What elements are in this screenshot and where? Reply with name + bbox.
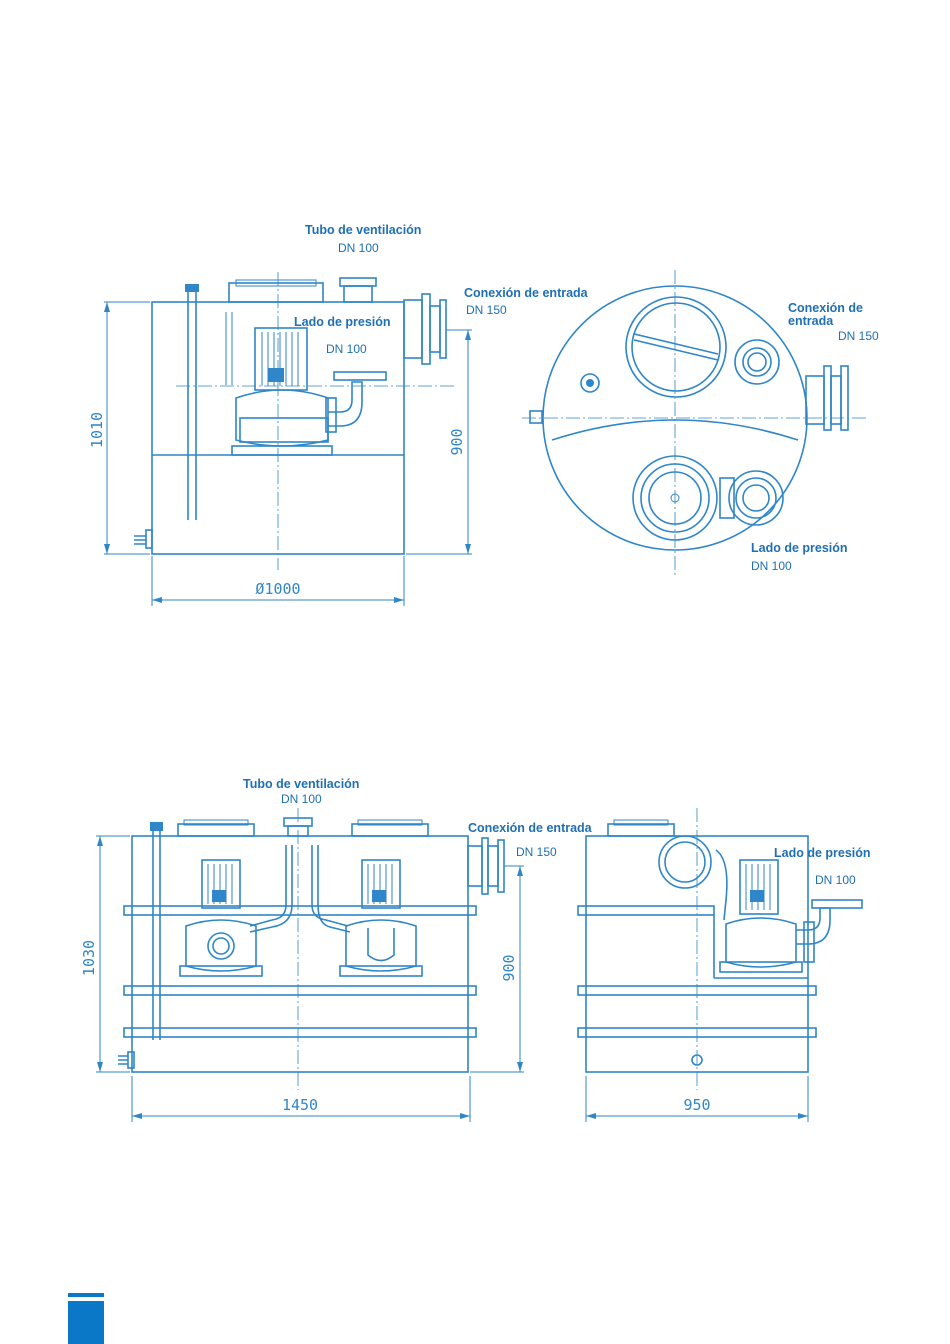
badge-top-bar [68, 1293, 104, 1297]
label-bottom-inlet-dn: DN 150 [516, 845, 557, 859]
label-top-inlet: Conexión de entrada [464, 286, 589, 300]
dim-top-diameter: Ø1000 [255, 580, 300, 598]
dim-bottom-1030: 1030 [80, 940, 98, 976]
label-plan-inlet-dn: DN 150 [838, 329, 879, 343]
label-plan-inlet-line1: Conexión de [788, 301, 863, 315]
dim-top-1010: 1010 [88, 412, 106, 448]
page-corner-badge [68, 1293, 104, 1344]
label-side-pressure: Lado de presión [774, 846, 871, 860]
dim-bottom-1450: 1450 [282, 1096, 318, 1114]
bottom-right-side-view: 950 Lado de presión DN 100 [578, 808, 871, 1122]
badge-block [68, 1301, 104, 1344]
dim-bottom-900: 900 [500, 954, 518, 981]
label-plan-pressure-dn: DN 100 [751, 559, 792, 573]
label-bottom-vent: Tubo de ventilación [243, 777, 359, 791]
label-top-vent: Tubo de ventilación [305, 223, 421, 237]
label-side-pressure-dn: DN 100 [815, 873, 856, 887]
label-top-pressure: Lado de presión [294, 315, 391, 329]
dim-bottom-950: 950 [683, 1096, 710, 1114]
bottom-left-front-view: 1030 900 1450 Tubo de ventilación DN 100… [80, 777, 593, 1122]
top-right-plan-view: Conexión de entrada DN 150 Lado de presi… [522, 270, 879, 578]
label-top-inlet-dn: DN 150 [466, 303, 507, 317]
dim-top-900: 900 [448, 428, 466, 455]
label-plan-inlet-line2: entrada [788, 314, 834, 328]
label-bottom-inlet: Conexión de entrada [468, 821, 593, 835]
top-left-side-view: 1010 900 Ø1000 Tubo de ventilación DN 10… [88, 223, 589, 606]
label-top-pressure-dn: DN 100 [326, 342, 367, 356]
label-plan-pressure: Lado de presión [751, 541, 848, 555]
label-top-vent-dn: DN 100 [338, 241, 379, 255]
label-bottom-vent-dn: DN 100 [281, 792, 322, 806]
